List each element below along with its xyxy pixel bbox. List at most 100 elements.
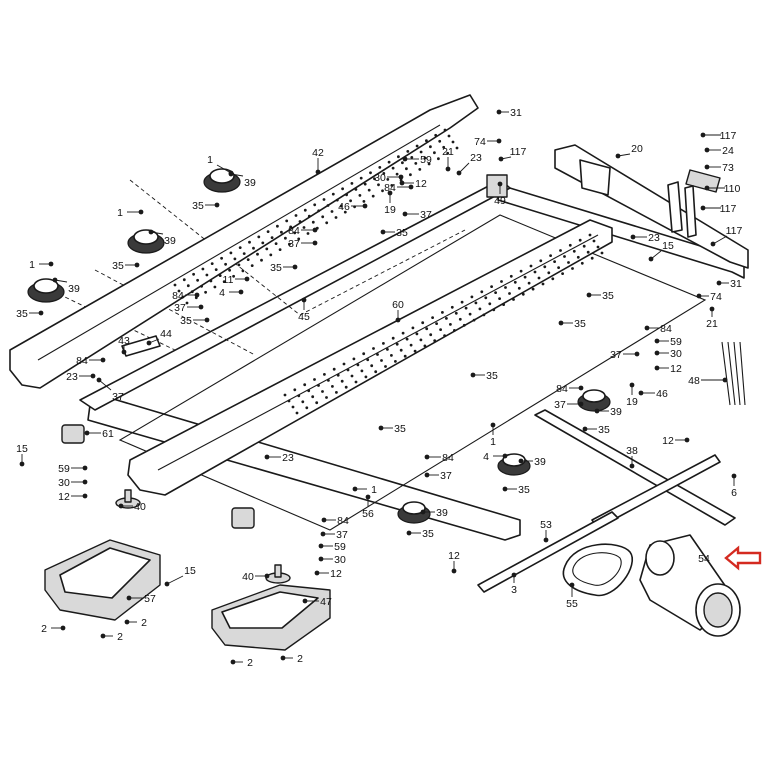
isolator-foot xyxy=(397,501,431,524)
fastener xyxy=(301,297,307,303)
fastener xyxy=(204,317,210,323)
perforation xyxy=(367,188,371,192)
callout-57: 57 xyxy=(144,593,156,605)
perforation xyxy=(480,290,484,294)
perforation xyxy=(297,394,301,398)
perforation xyxy=(325,396,328,399)
perforation xyxy=(205,273,209,277)
perforation xyxy=(380,359,383,362)
perforation xyxy=(433,151,436,155)
perforation xyxy=(590,256,594,260)
callout-2: 2 xyxy=(41,623,47,635)
perforation xyxy=(415,144,419,148)
perforation xyxy=(582,244,586,248)
perforation xyxy=(220,256,224,260)
perforation xyxy=(346,368,350,372)
isolator-foot xyxy=(203,168,241,193)
fastener xyxy=(445,166,451,172)
fastener xyxy=(704,147,710,153)
perforation xyxy=(311,220,315,224)
callout-54: 54 xyxy=(698,553,710,565)
fastener xyxy=(214,202,220,208)
perforation xyxy=(425,139,428,143)
perforation xyxy=(508,292,511,295)
fastener xyxy=(164,581,170,587)
perforation xyxy=(588,233,592,237)
perforation xyxy=(519,269,523,273)
fastener xyxy=(594,408,600,414)
callout-35: 35 xyxy=(112,260,124,272)
fastener xyxy=(84,430,90,436)
fastener xyxy=(395,317,401,323)
callout-31: 31 xyxy=(510,107,522,119)
perforation xyxy=(397,155,400,159)
fastener xyxy=(312,240,318,246)
right-side-rail xyxy=(127,219,613,496)
perforation xyxy=(509,274,513,278)
perforation xyxy=(437,157,440,161)
perforation xyxy=(186,284,190,288)
perforation xyxy=(371,194,375,198)
fastener xyxy=(629,463,635,469)
perforation xyxy=(563,255,566,258)
perforation xyxy=(391,336,395,340)
callout-39: 39 xyxy=(244,177,256,189)
callout-12: 12 xyxy=(670,363,682,375)
perforation xyxy=(401,161,404,165)
perforation xyxy=(382,172,386,175)
fastener xyxy=(312,227,318,233)
leveling-foot xyxy=(115,489,141,509)
callout-24: 24 xyxy=(722,145,734,157)
perforation xyxy=(413,349,417,353)
fastener xyxy=(302,598,308,604)
perforation xyxy=(260,258,263,262)
perforation xyxy=(443,334,446,337)
fastener xyxy=(402,156,408,162)
perforation xyxy=(517,286,521,290)
perforation xyxy=(490,285,493,288)
fastener xyxy=(456,170,462,176)
callout-4: 4 xyxy=(219,287,225,299)
perforation xyxy=(405,337,409,341)
fastener xyxy=(586,292,592,298)
callout-39: 39 xyxy=(164,235,176,247)
perforation xyxy=(369,171,372,175)
callout-23: 23 xyxy=(66,371,78,383)
perforation xyxy=(350,182,354,185)
perforation xyxy=(298,220,302,223)
perforation xyxy=(366,358,370,362)
callout-84: 84 xyxy=(660,323,672,335)
callout-47: 47 xyxy=(320,596,332,608)
perforation xyxy=(460,300,464,304)
callout-23: 23 xyxy=(282,452,294,464)
perforation xyxy=(586,250,590,254)
fastener xyxy=(543,537,549,543)
fastener xyxy=(118,503,124,509)
perforation xyxy=(349,199,352,203)
perforation xyxy=(438,139,442,143)
perforation xyxy=(435,322,438,325)
callout-37: 37 xyxy=(112,391,124,403)
perforation xyxy=(372,347,375,350)
fastener xyxy=(96,377,102,383)
callout-37: 37 xyxy=(420,209,432,221)
perforation xyxy=(547,271,551,275)
perforation xyxy=(513,280,517,284)
callout-30: 30 xyxy=(670,348,682,360)
front-cover-right xyxy=(211,584,331,651)
perforation xyxy=(559,249,562,252)
fastener xyxy=(100,357,106,363)
fastener xyxy=(578,385,584,391)
fastener xyxy=(264,573,270,579)
perforation xyxy=(313,203,317,207)
fastener xyxy=(704,185,710,191)
fastener xyxy=(380,229,386,235)
fastener xyxy=(82,493,88,499)
callout-21: 21 xyxy=(442,146,454,158)
perforation xyxy=(204,290,208,294)
fastener xyxy=(700,132,706,138)
callout-42: 42 xyxy=(312,147,324,159)
callout-12: 12 xyxy=(330,568,342,580)
perforation xyxy=(196,278,200,282)
fastener xyxy=(320,531,326,537)
